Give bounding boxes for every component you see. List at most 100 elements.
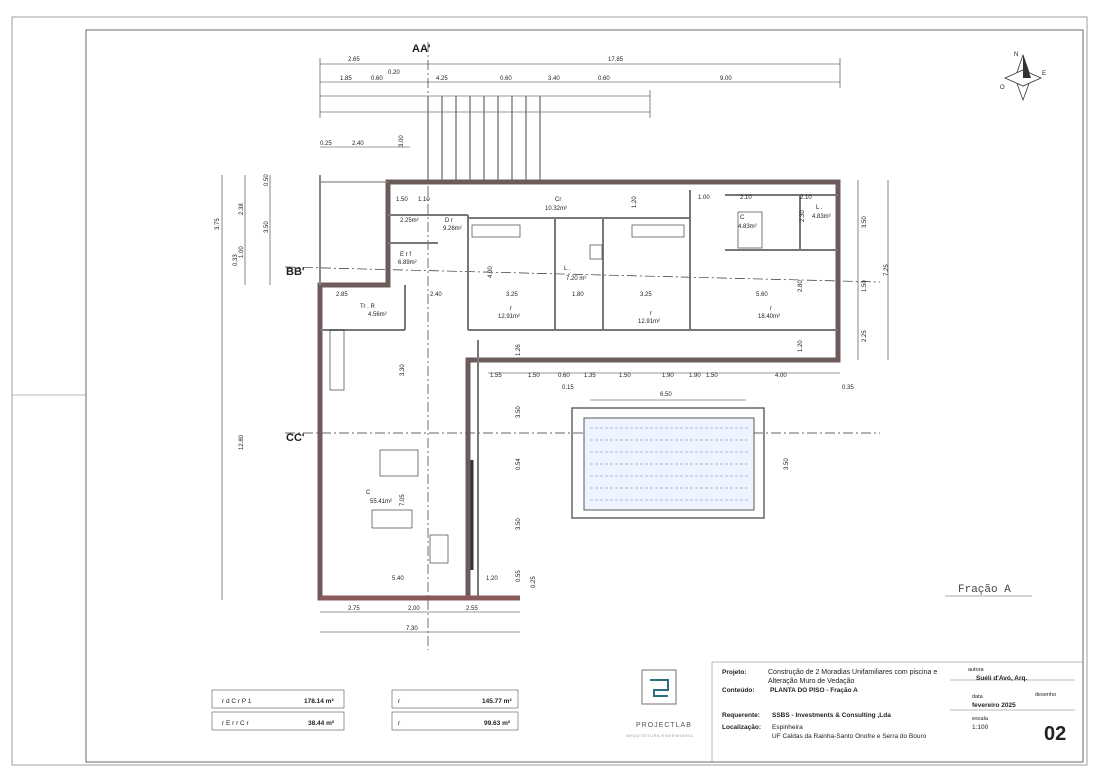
areas-row1-value: 178.14 m² [304,698,334,705]
dim-text: 2.00 [408,606,420,612]
areas-row2-value2: 99.63 m² [484,720,511,727]
dim-text: 3.30 [400,364,406,376]
room-area-sala: 55.41m² [370,499,392,505]
dim-text: 1.35 [584,373,596,379]
dim-text: 3.40 [548,76,560,82]
areas-table [211,689,519,731]
dim-text: 1.50 [528,373,540,379]
requerente-label: Requerente: [722,712,760,719]
escala-label: escala [972,716,989,722]
dim-text: 0.15 [562,385,574,391]
dim-text: 4.00 [488,266,494,278]
dim-text: 3.50 [784,458,790,470]
localizacao-label: Localização: [722,724,761,731]
dim-text: 12.80 [239,434,245,450]
dim-text: 1.80 [572,292,584,298]
dim-text: 2.30 [800,210,806,222]
room-code-er: E r f [400,252,411,258]
dim-text: 3.50 [862,216,868,228]
dim-text: 2.10 [740,195,752,201]
dim-text: 1.55 [490,373,502,379]
conteudo-label: Conteúdo: [722,687,755,694]
dim-text: 3.25 [640,292,652,298]
dim-text: 3.50 [264,221,270,233]
dim-text: 2.25 [862,330,868,342]
dim-text: 0.50 [264,174,270,186]
autora-label: autora [968,667,985,673]
dim-text: 2.80 [798,280,804,292]
dim-text: 0.60 [558,373,570,379]
dim-text: 7.25 [884,264,890,276]
dim-text: 1.50 [862,280,868,292]
room-code-cr: Cr [555,197,561,203]
areas-row2-label2: r [398,720,401,727]
dim-text: 5.60 [756,292,768,298]
room-code-c1: C [740,215,745,221]
dim-text: 1.85 [340,76,352,82]
dim-text: 3.25 [506,292,518,298]
dim-text: 1.50 [619,373,631,379]
data-label: data [972,694,984,700]
dim-text: 2.40 [352,141,364,147]
dim-text: 0.54 [516,458,522,470]
room-code-q3: r [770,306,772,312]
dim-text: 1.50 [396,197,408,203]
logo-name: PROJECTLAB [636,722,692,729]
room-area-l1: 7.20 m² [566,276,586,282]
side-dimension-lines [221,175,889,633]
compass-w: O [1000,85,1005,91]
dim-text: 1.00 [239,246,245,258]
room-code-q2: r [650,311,652,317]
dim-text: 1.90 [689,373,701,379]
dim-text: 0.35 [842,385,854,391]
room-area-q3: 18.40m² [758,314,780,320]
projectlab-logo-icon [641,669,677,705]
dim-text: 1.50 [706,373,718,379]
projeto-line2: Alteração Muro de Vedação [768,678,854,685]
dim-text: 17.85 [608,57,624,63]
sheet-number: 02 [1044,723,1066,745]
dim-text: 1.10 [418,197,430,203]
room-area-l2: 4.83m² [812,214,831,220]
dim-text: 1.00 [698,195,710,201]
dim-text: 0.55 [516,570,522,582]
dim-text: 0.33 [233,254,239,266]
projeto-line1: Construção de 2 Moradias Unifamiliares c… [768,669,937,676]
dim-text: 7.05 [400,494,406,506]
compass-n: N [1014,52,1018,58]
areas-row1-label2: r [398,698,401,705]
dim-text: 2.65 [348,57,360,63]
dim-text: 2.38 [239,203,245,215]
dim-text: 0.25 [320,141,332,147]
escala-value: 1:100 [972,724,989,731]
section-label-cc: CC' [286,432,305,444]
dim-text: 1.26 [516,344,522,356]
section-label-aa: AA' [412,43,431,55]
dim-text: 0.60 [500,76,512,82]
dim-text: 2.10 [800,195,812,201]
dim-text: 6.50 [660,392,672,398]
room-area-tr: 4.56m² [368,312,387,318]
outer-border [11,16,1088,766]
dim-text: 1.20 [486,576,498,582]
dim-text: 1.20 [632,196,638,208]
drawing-frame [85,29,1084,763]
dim-text: 4.00 [775,373,787,379]
autora-value: Suéli d'Avó, Arq. [976,675,1027,682]
dim-text: 0.20 [388,70,400,76]
areas-row1-value2: 145.77 m² [482,698,512,705]
room-code-l1: L . [564,266,571,272]
room-area-wc1: 2.25m² [400,218,419,224]
dim-text: 2.85 [336,292,348,298]
dim-text: 3.50 [516,518,522,530]
room-area-q2: 12.91m² [638,319,660,325]
dim-text: 0.60 [598,76,610,82]
room-area-er: 6.89m² [398,260,417,266]
dim-text: 0.60 [371,76,383,82]
dim-text: 9.00 [720,76,732,82]
dim-text: 1.90 [662,373,674,379]
pergola-slats [427,96,541,180]
requerente-value: SSBS - Investments & Consulting ,Lda [772,712,891,719]
room-code-tr: Tr . R [360,304,375,310]
title-block-lines [711,661,1083,762]
